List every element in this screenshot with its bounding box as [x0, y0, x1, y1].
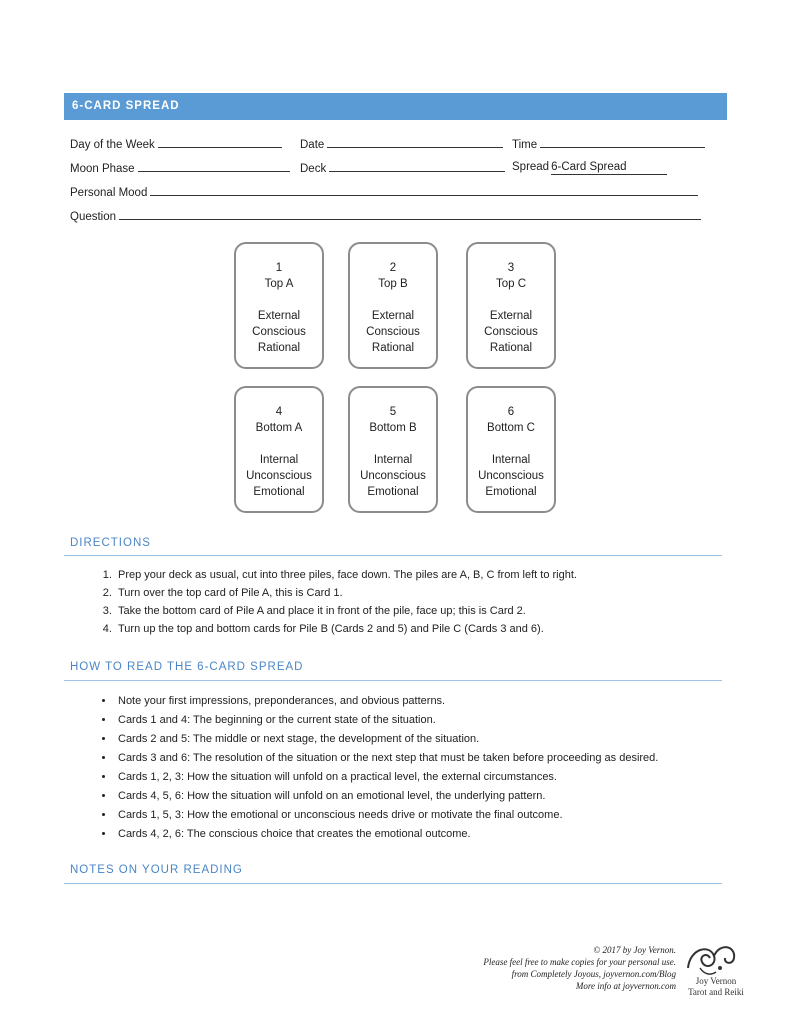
- card-name: Top A: [264, 278, 294, 290]
- card-number: 2: [389, 262, 397, 274]
- page-title-banner: 6-CARD SPREAD: [64, 93, 727, 120]
- card-name: Top B: [378, 278, 408, 290]
- list-item: Cards 2 and 5: The middle or next stage,…: [115, 732, 765, 751]
- reading-form: Day of the Week Date Time Moon Phase Dec…: [70, 136, 710, 232]
- card-number: 6: [507, 406, 515, 418]
- list-item: Cards 3 and 6: The resolution of the sit…: [115, 751, 765, 770]
- joy-vernon-logo-icon: Joy Vernon Tarot and Reiki: [687, 946, 744, 997]
- how-to-read-heading: HOW TO READ THE 6-CARD SPREAD: [70, 661, 304, 673]
- card-name: Bottom A: [255, 422, 303, 434]
- list-item: Cards 1 and 4: The beginning or the curr…: [115, 713, 765, 732]
- card-number: 3: [507, 262, 515, 274]
- card-meaning: Internal: [373, 454, 413, 466]
- card-position-6: 6 Bottom C Internal Unconscious Emotiona…: [466, 386, 556, 513]
- card-number: 4: [275, 406, 283, 418]
- form-row-3: Personal Mood: [70, 184, 710, 208]
- deck-field[interactable]: [329, 160, 506, 172]
- card-name: Bottom C: [487, 422, 535, 434]
- list-item: Take the bottom card of Pile A and place…: [115, 604, 755, 622]
- card-number: 1: [275, 262, 283, 274]
- form-row-4: Question: [70, 208, 710, 232]
- card-meaning: Internal: [491, 454, 531, 466]
- directions-heading: DIRECTIONS: [70, 537, 151, 549]
- card-meaning: External: [257, 310, 301, 322]
- form-row-1: Day of the Week Date Time: [70, 136, 710, 160]
- question-label: Question: [70, 211, 117, 223]
- time-field[interactable]: [540, 136, 706, 148]
- list-item: Prep your deck as usual, cut into three …: [115, 568, 755, 586]
- footer-credits: © 2017 by Joy Vernon. Please feel free t…: [483, 944, 676, 992]
- card-meaning: External: [371, 310, 415, 322]
- notes-heading: NOTES ON YOUR READING: [70, 864, 243, 876]
- spread-field[interactable]: 6-Card Spread: [551, 160, 667, 175]
- card-meaning: Emotional: [367, 486, 419, 498]
- moon-phase-label: Moon Phase: [70, 163, 135, 175]
- card-meaning: Internal: [259, 454, 299, 466]
- copyright-text: © 2017 by Joy Vernon.: [593, 945, 676, 955]
- date-field[interactable]: [327, 136, 504, 148]
- how-to-read-rule: [64, 680, 722, 681]
- card-meaning: Emotional: [485, 486, 537, 498]
- card-meaning: External: [489, 310, 533, 322]
- source-text: from Completely Joyous, joyvernon.com/Bl…: [511, 969, 676, 979]
- list-item: Cards 1, 2, 3: How the situation will un…: [115, 770, 765, 789]
- list-item: Cards 1, 5, 3: How the emotional or unco…: [115, 808, 765, 827]
- card-number: 5: [389, 406, 397, 418]
- page-title: 6-CARD SPREAD: [72, 100, 180, 112]
- day-field[interactable]: [157, 136, 282, 148]
- card-meaning: Unconscious: [360, 470, 426, 482]
- card-meaning: Rational: [489, 342, 533, 354]
- list-item: Cards 4, 2, 6: The conscious choice that…: [115, 827, 765, 846]
- date-label: Date: [300, 139, 325, 151]
- card-position-5: 5 Bottom B Internal Unconscious Emotiona…: [348, 386, 438, 513]
- card-meaning: Unconscious: [246, 470, 312, 482]
- personal-mood-label: Personal Mood: [70, 187, 148, 199]
- card-name: Bottom B: [369, 422, 417, 434]
- more-info-text: More info at joyvernon.com: [575, 981, 676, 991]
- list-item: Turn over the top card of Pile A, this i…: [115, 586, 755, 604]
- card-position-2: 2 Top B External Conscious Rational: [348, 242, 438, 369]
- card-meaning: Unconscious: [478, 470, 544, 482]
- card-meaning: Conscious: [252, 326, 306, 338]
- deck-label: Deck: [300, 163, 327, 175]
- personal-mood-field[interactable]: [150, 184, 699, 196]
- card-name: Top C: [495, 278, 527, 290]
- directions-list: Prep your deck as usual, cut into three …: [70, 568, 755, 640]
- day-label: Day of the Week: [70, 139, 155, 151]
- card-meaning: Emotional: [253, 486, 305, 498]
- notes-rule: [64, 883, 722, 884]
- card-position-3: 3 Top C External Conscious Rational: [466, 242, 556, 369]
- list-item: Cards 4, 5, 6: How the situation will un…: [115, 789, 765, 808]
- question-field[interactable]: [119, 208, 702, 220]
- card-meaning: Rational: [257, 342, 301, 354]
- copy-permission-text: Please feel free to make copies for your…: [483, 957, 676, 967]
- card-position-1: 1 Top A External Conscious Rational: [234, 242, 324, 369]
- moon-phase-field[interactable]: [137, 160, 290, 172]
- card-position-4: 4 Bottom A Internal Unconscious Emotiona…: [234, 386, 324, 513]
- spread-label: Spread: [512, 161, 550, 173]
- how-to-read-list: Note your first impressions, preponderan…: [70, 694, 765, 846]
- card-meaning: Rational: [371, 342, 415, 354]
- card-meaning: Conscious: [484, 326, 538, 338]
- list-item: Note your first impressions, preponderan…: [115, 694, 765, 713]
- list-item: Turn up the top and bottom cards for Pil…: [115, 622, 755, 640]
- time-label: Time: [512, 139, 538, 151]
- logo-name: Joy Vernon: [696, 976, 737, 986]
- logo-tagline: Tarot and Reiki: [688, 987, 744, 997]
- directions-rule: [64, 555, 722, 556]
- card-meaning: Conscious: [366, 326, 420, 338]
